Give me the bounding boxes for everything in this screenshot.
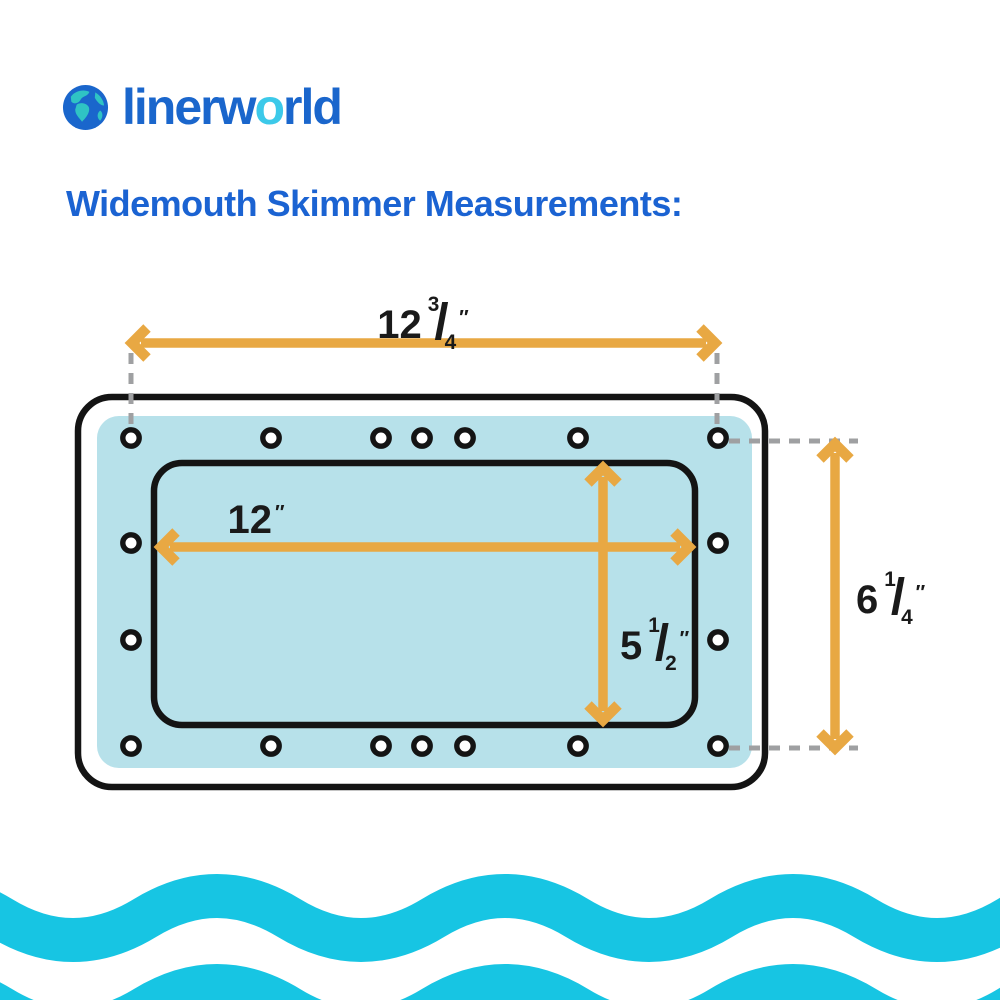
inner-width-arrow <box>153 528 697 566</box>
wave-top <box>0 874 1000 962</box>
inner-height-arrow <box>584 460 622 728</box>
dimension-value: 12 <box>227 498 272 542</box>
skimmer-opening-rect <box>150 459 699 729</box>
wave-bottom <box>0 964 1000 1000</box>
dimension-label-inner-width: 12″ <box>227 500 284 540</box>
outer-height-arrow <box>816 436 854 756</box>
screw-hole <box>120 532 142 554</box>
wordmark-part-o: o <box>254 79 285 135</box>
dimension-value: 5 <box>620 624 643 668</box>
faceplate-gasket <box>97 416 752 768</box>
outer-width-arrow <box>124 324 723 362</box>
screw-hole <box>707 532 729 554</box>
inch-mark: ″ <box>915 581 926 604</box>
screw-hole <box>454 427 476 449</box>
brand-logo: linerworld <box>62 79 343 135</box>
inch-mark: ″ <box>679 627 690 650</box>
dimension-fraction: 3/4 <box>427 292 457 355</box>
screw-hole <box>567 427 589 449</box>
screw-hole <box>370 427 392 449</box>
screw-hole <box>120 735 142 757</box>
screw-hole <box>120 629 142 651</box>
wave-decoration <box>0 874 1000 1000</box>
dimension-value: 6 <box>856 578 879 622</box>
screw-hole <box>370 735 392 757</box>
page-title: Widemouth Skimmer Measurements: <box>66 183 683 224</box>
screw-hole <box>411 427 433 449</box>
screw-hole <box>260 427 282 449</box>
inch-mark: ″ <box>274 501 285 524</box>
screw-hole <box>454 735 476 757</box>
screw-hole <box>411 735 433 757</box>
dimension-arrows <box>124 324 854 756</box>
wordmark-part-2: rld <box>283 79 343 135</box>
brand-wordmark: linerworld <box>122 79 343 135</box>
screw-holes <box>120 427 729 757</box>
screw-hole <box>707 427 729 449</box>
globe-icon <box>62 84 109 130</box>
screw-hole <box>120 427 142 449</box>
dimension-value: 12 <box>377 303 422 347</box>
inch-mark: ″ <box>459 306 469 329</box>
dimension-fraction: 1/4 <box>884 567 913 630</box>
wordmark-part-1: linerw <box>122 79 256 135</box>
screw-hole <box>260 735 282 757</box>
screw-hole <box>707 735 729 757</box>
screw-hole <box>707 629 729 651</box>
dimension-fraction: 1/2 <box>648 613 677 676</box>
screw-hole <box>567 735 589 757</box>
